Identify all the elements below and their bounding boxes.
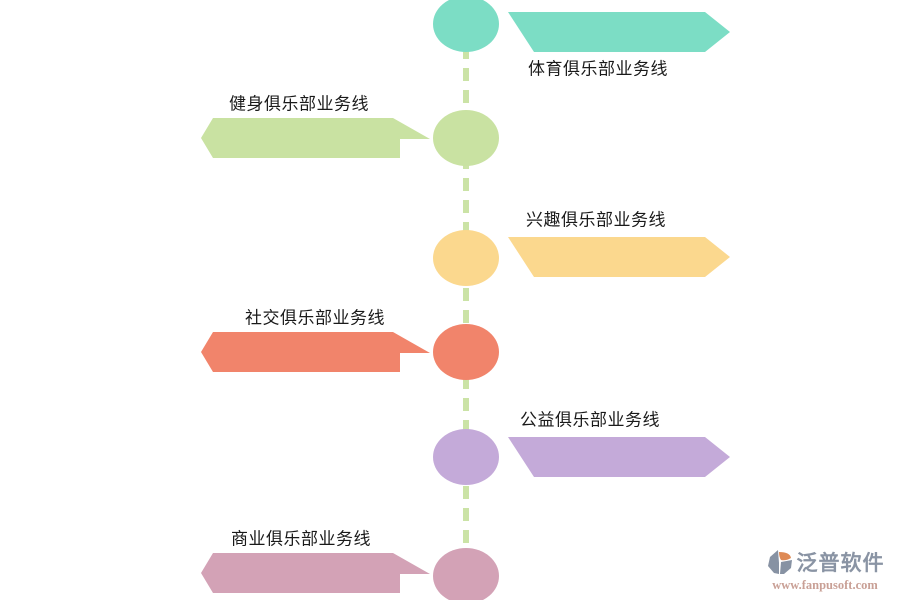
milestone-circle bbox=[433, 230, 499, 286]
milestone-circle bbox=[433, 548, 499, 600]
item-label: 体育俱乐部业务线 bbox=[528, 59, 668, 79]
banner-ribbon-right bbox=[508, 12, 730, 52]
item-label: 健身俱乐部业务线 bbox=[229, 94, 369, 114]
milestone-circle bbox=[433, 324, 499, 380]
banner-ribbon-left bbox=[201, 118, 430, 158]
watermark-url-text: www.fanpusoft.com bbox=[772, 578, 878, 592]
item-label: 商业俱乐部业务线 bbox=[231, 529, 371, 549]
watermark-brand-text: 泛普软件 bbox=[796, 551, 885, 575]
banner-ribbon-right bbox=[508, 437, 730, 477]
watermark: 泛普软件 www.fanpusoft.com bbox=[752, 547, 898, 593]
fanpu-logo-icon bbox=[767, 549, 792, 574]
banner-ribbon-right bbox=[508, 237, 730, 277]
banner-ribbon-left bbox=[201, 553, 430, 593]
milestone-circle bbox=[433, 0, 499, 52]
milestone-circle bbox=[433, 429, 499, 485]
watermark-brand-row: 泛普软件 bbox=[752, 547, 898, 577]
item-label: 兴趣俱乐部业务线 bbox=[526, 210, 666, 230]
item-label: 社交俱乐部业务线 bbox=[245, 308, 385, 328]
item-label: 公益俱乐部业务线 bbox=[520, 410, 660, 430]
milestone-circle bbox=[433, 110, 499, 166]
banner-ribbon-left bbox=[201, 332, 430, 372]
